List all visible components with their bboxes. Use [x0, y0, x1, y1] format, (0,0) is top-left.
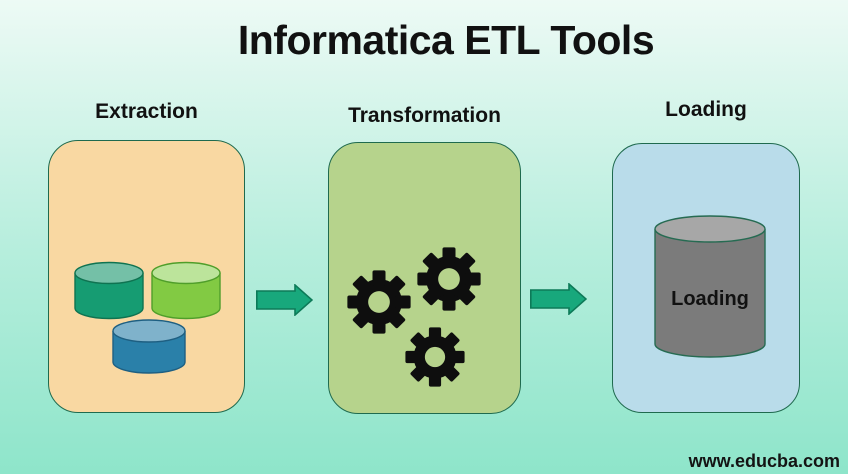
database-teal-top: [75, 262, 143, 284]
database-teal-top-outline: [74, 261, 144, 285]
arrow-shape: [530, 284, 586, 314]
arrow-right-icon: [530, 283, 587, 315]
loading-cylinder-outline: [654, 229, 766, 358]
arrow-shape: [256, 285, 312, 315]
database-blue-top-outline: [112, 319, 186, 343]
database-blue-icon: [112, 319, 186, 374]
stage-label-extraction: Extraction: [95, 100, 198, 123]
watermark: www.educba.com: [688, 451, 840, 471]
database-teal-outline: [74, 273, 144, 320]
loading-cylinder-top-outline: [654, 215, 766, 243]
arrow-outline: [256, 284, 313, 316]
stage-label-loading: Loading: [665, 98, 747, 121]
database-green-top: [152, 262, 220, 284]
arrow-outline: [530, 283, 587, 315]
gear-icon: [347, 270, 411, 334]
loading-cylinder-body: [655, 229, 765, 357]
gears-icon: [347, 247, 481, 387]
arrow-right-icon: [256, 284, 313, 316]
databases-icon: [74, 261, 221, 374]
database-blue-outline: [112, 331, 186, 374]
database-teal-icon: [74, 261, 144, 320]
database-blue-top: [113, 320, 185, 342]
database-green-top-outline: [151, 261, 221, 285]
database-cylinder-icon: Loading: [654, 215, 766, 358]
database-teal-body: [75, 273, 143, 319]
loading-cylinder-top: [655, 216, 765, 242]
gear-icon: [417, 247, 481, 311]
stage-label-transformation: Transformation: [348, 104, 501, 127]
loading-cylinder-label: Loading: [671, 288, 749, 310]
gear-icon: [405, 327, 465, 387]
database-green-icon: [151, 261, 221, 320]
database-green-body: [152, 273, 220, 319]
database-green-outline: [151, 273, 221, 320]
page-title: Informatica ETL Tools: [237, 17, 655, 63]
database-blue-body: [113, 331, 185, 373]
